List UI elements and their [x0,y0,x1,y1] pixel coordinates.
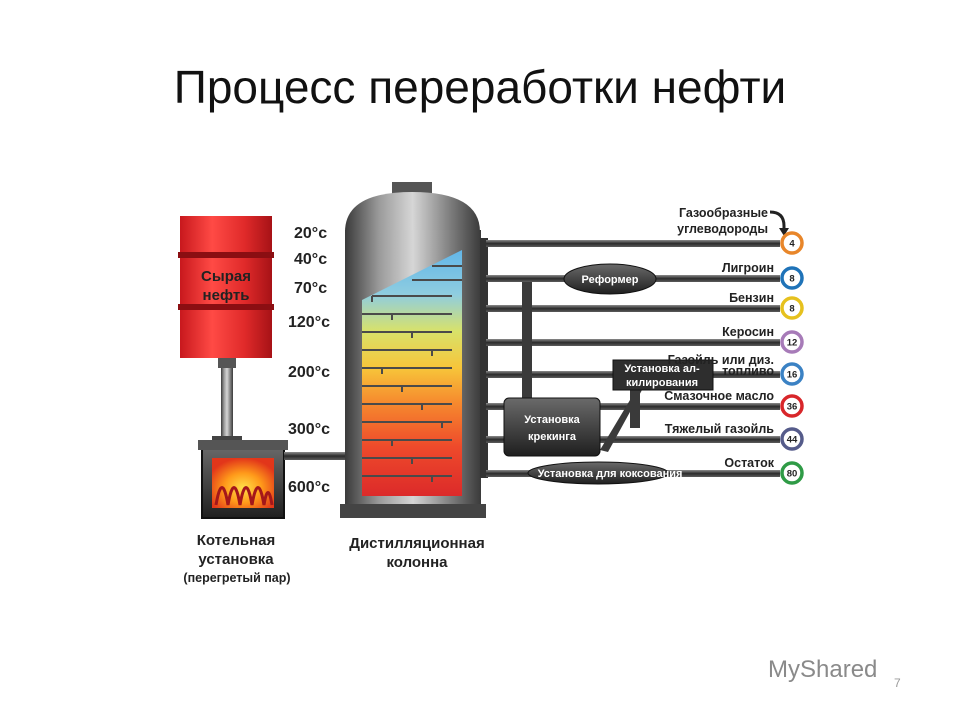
product-outputs: Газообразныеуглеводороды4Лигроин8Бензин8… [664,206,804,485]
product-label: Бензин [729,291,774,305]
product-badge-number: 8 [789,304,794,315]
barrel-to-boiler-pipe [212,358,242,446]
product-badge-number: 12 [787,338,798,349]
coking-unit: Установка для коксования [527,461,683,485]
product-badge-number: 16 [787,370,798,381]
column-trays [362,265,462,482]
product-label-line1: Газойль или диз. [668,353,774,367]
coking-label: Установка для коксования [538,468,683,480]
product-badge [780,394,804,418]
reformer-unit: Реформер [563,263,657,295]
crude-oil-barrel: Сырая нефть [178,216,274,358]
reformer-label: Реформер [582,274,639,286]
product-badge [780,330,804,354]
product-badge [780,231,804,255]
cracking-unit: Установка крекинга [503,397,601,457]
column-caption-line2: колонна [386,554,448,571]
product-label: Остаток [724,456,774,470]
product-badge-number: 36 [787,402,798,413]
boiler-caption-line2: установка [198,551,274,568]
cracking-label-line1: Установка [524,414,580,426]
product-badge [780,362,804,386]
product-label: Смазочное масло [664,389,774,403]
product-label: Тяжелый газойль [665,422,775,436]
product-label-line1: Газообразные [679,206,768,220]
product-badge [780,461,804,485]
product-label-line2: топливо [722,364,774,378]
product-badge-number: 4 [789,239,795,250]
product-output: Лигроин 8 [722,261,804,290]
watermark-logo: MyShared [768,656,878,683]
product-output: Смазочное масло 36 [664,389,804,418]
product-output: Газообразные углеводороды 4 [677,206,804,255]
temp-label: 70°c [294,280,327,297]
product-badge [780,296,804,320]
product-label: Лигроин [722,261,774,275]
alkylation-label-line2: килирования [626,377,698,389]
temp-label: 300°c [288,421,330,438]
product-output: Керосин 12 [722,325,804,354]
temp-label: 40°c [294,251,327,268]
temp-label: 600°c [288,479,330,496]
temp-label: 120°c [288,314,330,331]
product-badge-number: 8 [789,274,794,285]
product-output: Бензин 8 [729,291,804,320]
boiler-caption-line3: (перегретый пар) [183,571,290,585]
captions: Котельная установка (перегретый пар) Дис… [183,532,484,585]
boiler-caption-line1: Котельная [197,532,276,549]
column-caption-line1: Дистилляционная [349,535,484,552]
page-number: 7 [894,676,901,690]
boiler-furnace [198,440,346,519]
alkylation-unit: Установка ал- килирования [612,359,714,391]
product-badge [780,427,804,451]
cracking-label-line2: крекинга [528,431,577,443]
distillation-column [340,182,488,518]
slide-title: Процесс переработки нефти [173,61,787,113]
product-badge-number: 80 [787,469,798,480]
product-label-line2: углеводороды [677,222,768,236]
product-output: Тяжелый газойль 44 [665,422,804,451]
crude-label-line2: нефть [203,287,250,304]
product-label: Керосин [722,325,774,339]
product-output: Остаток 80 [724,456,804,485]
crude-label-line1: Сырая [201,268,251,285]
product-output: Газойль или диз.топливо 16 [668,353,804,386]
temp-label: 200°c [288,364,330,381]
temp-label: 20°c [294,225,327,242]
alkylation-label-line1: Установка ал- [624,363,700,375]
product-badge [780,266,804,290]
temperature-scale: 20°c 40°c 70°c 120°c 200°c 300°c 600°c [288,225,330,496]
product-badge-number: 44 [787,435,798,446]
